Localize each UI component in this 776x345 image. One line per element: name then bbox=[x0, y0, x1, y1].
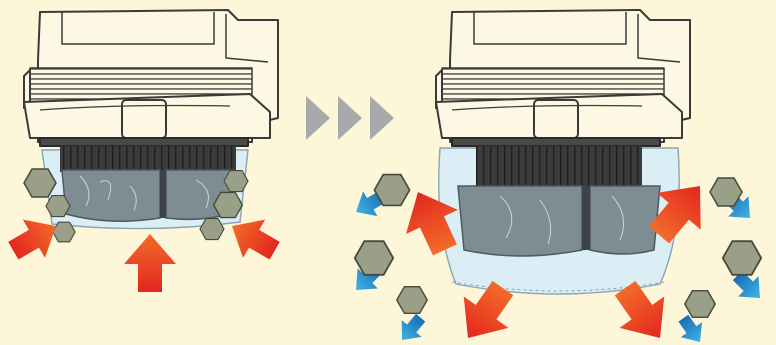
filter-cartridge-left bbox=[61, 169, 235, 222]
pleat-band-right bbox=[476, 146, 642, 186]
panel-before bbox=[2, 9, 286, 292]
device-body-right bbox=[435, 9, 691, 147]
filter-cartridge-right bbox=[457, 185, 661, 257]
panel-after bbox=[345, 9, 771, 345]
pleat-band-left bbox=[60, 146, 236, 172]
triple-chevron-right-icon bbox=[306, 96, 394, 140]
device-body-left bbox=[23, 9, 279, 147]
arrow-in-bottom bbox=[124, 234, 176, 292]
